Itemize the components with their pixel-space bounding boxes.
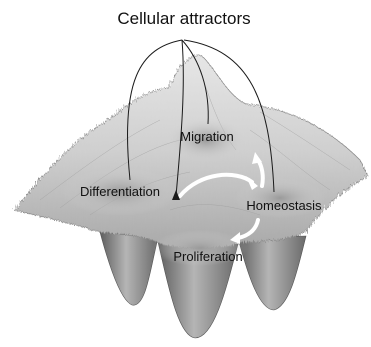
landscape-surface <box>14 55 368 266</box>
label-differentiation: Differentiation <box>80 184 160 199</box>
well-left <box>100 232 158 305</box>
well-right <box>238 236 306 310</box>
label-homeostasis: Homeostasis <box>246 198 322 213</box>
label-proliferation: Proliferation <box>173 249 242 264</box>
figure-title: Cellular attractors <box>117 9 250 28</box>
label-migration: Migration <box>180 129 233 144</box>
